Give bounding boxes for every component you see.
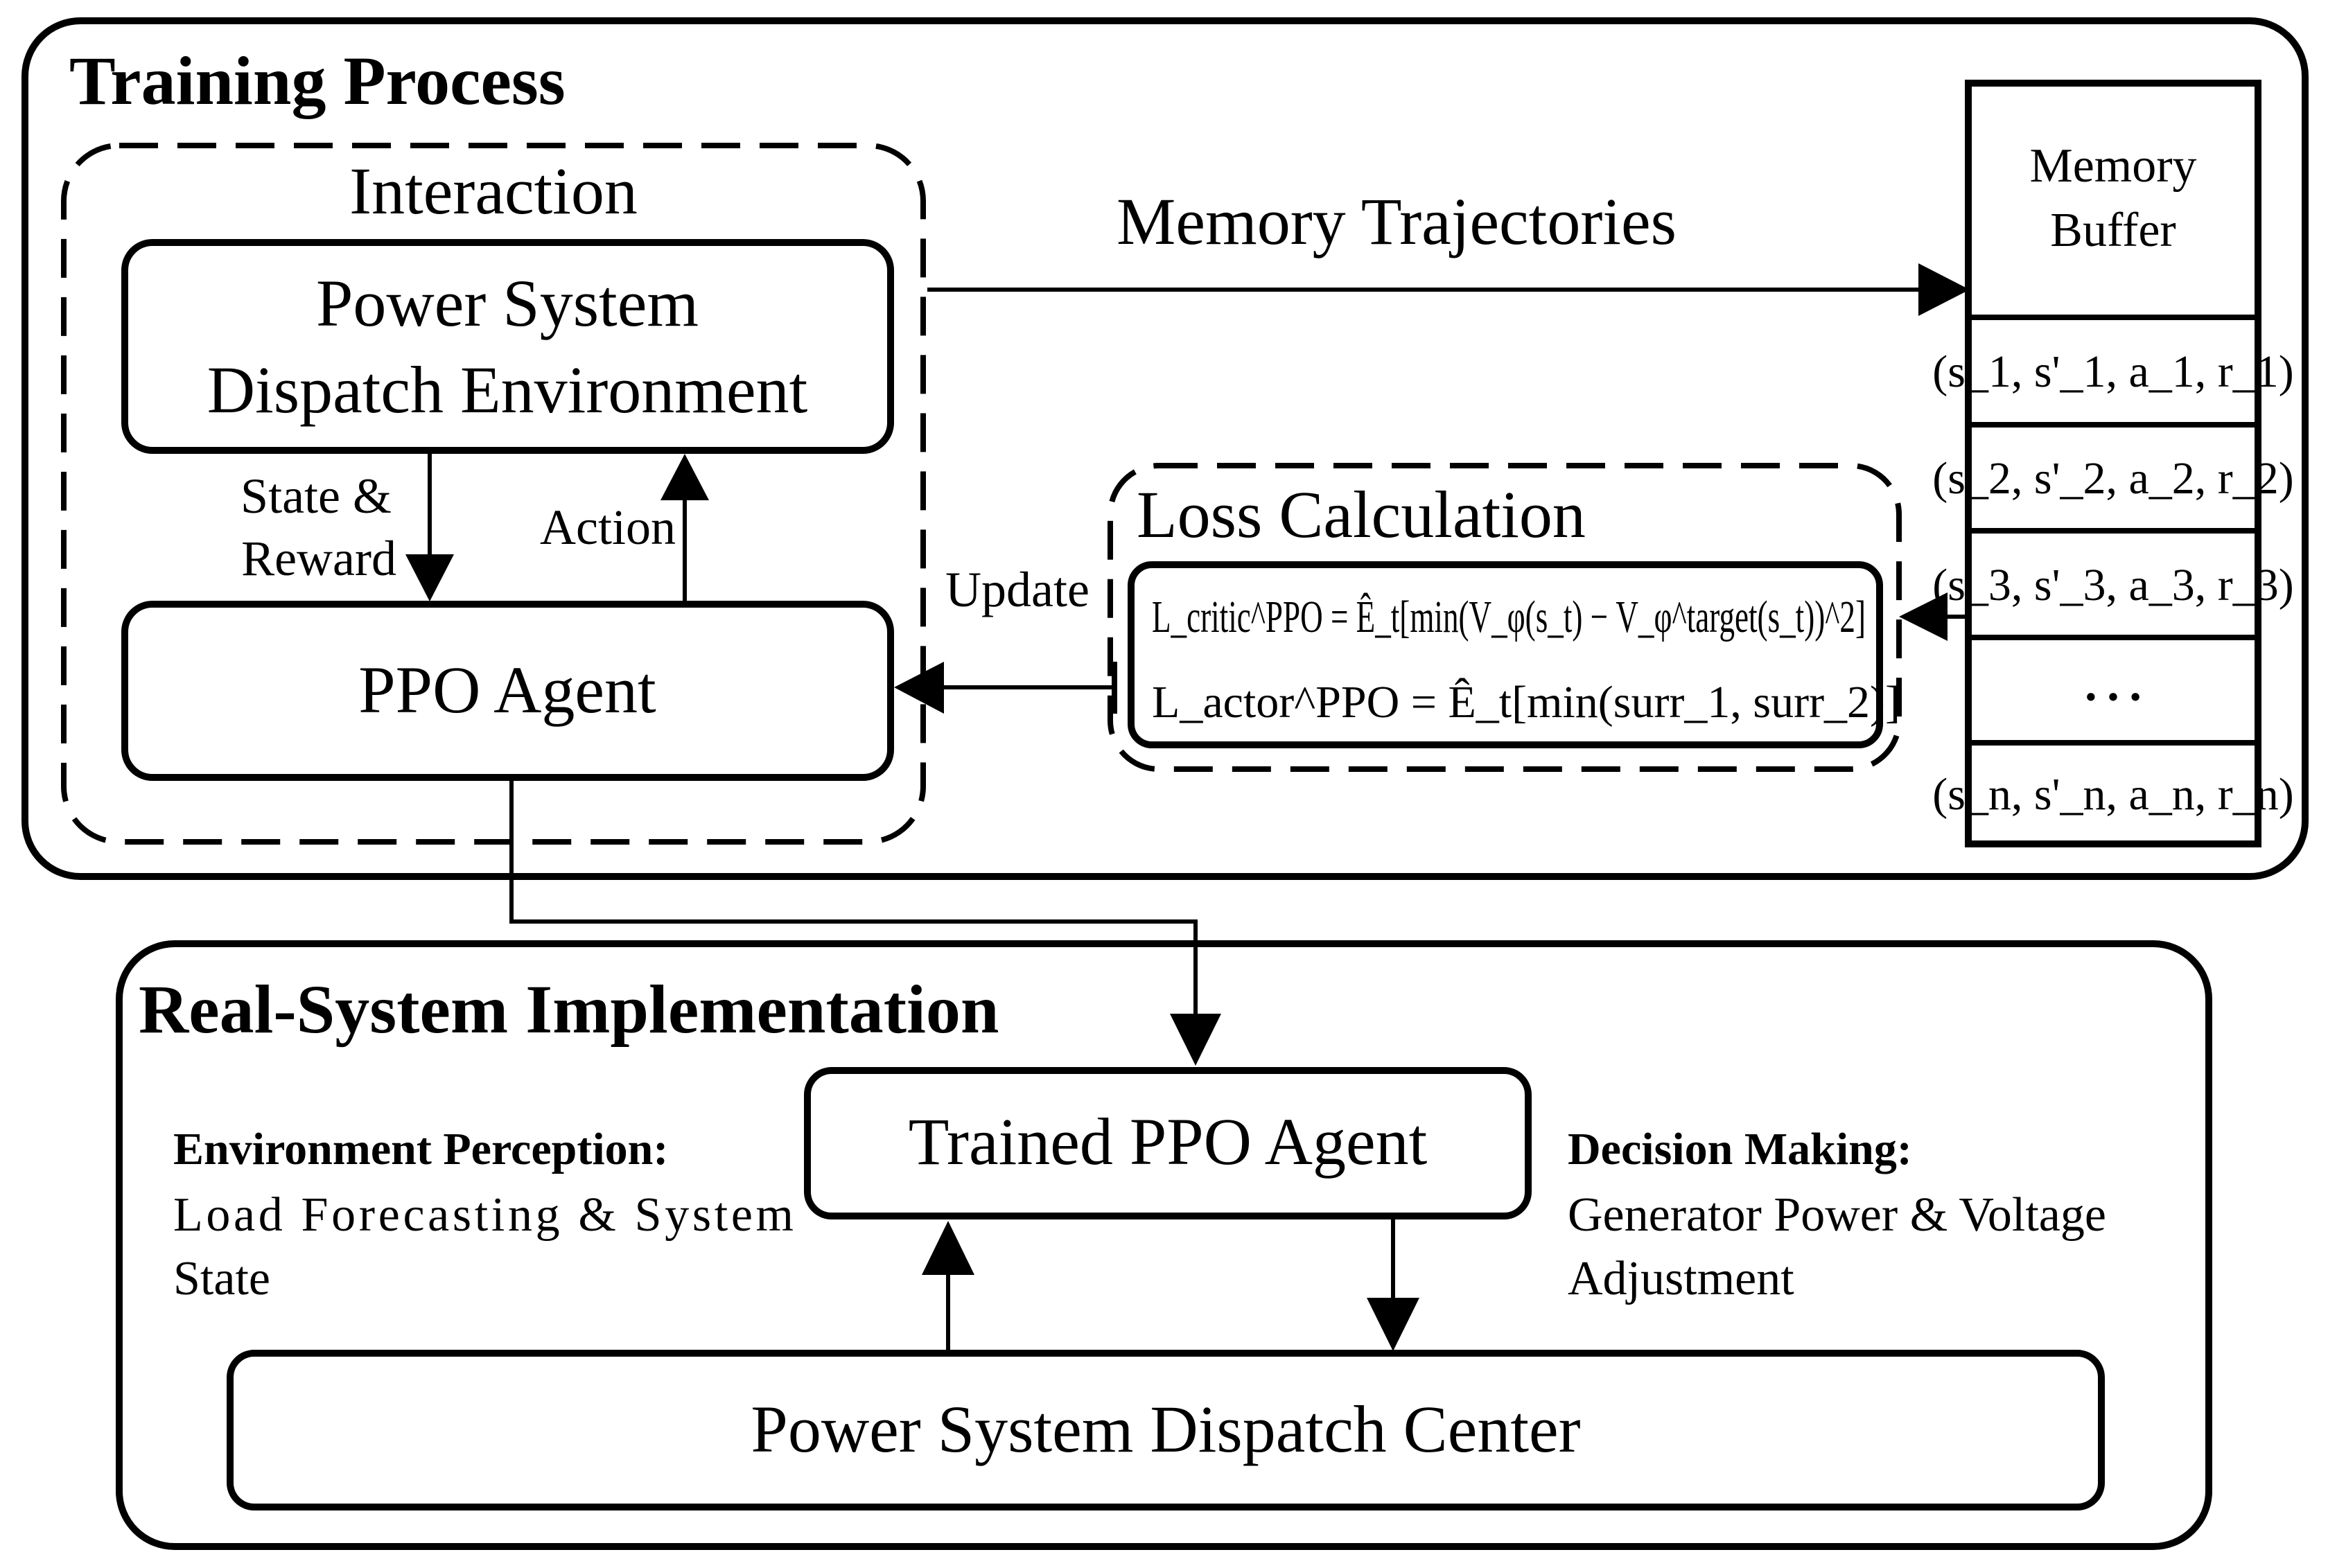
state-reward-arrowhead <box>405 554 454 601</box>
loss-calculation-region <box>1108 463 1902 772</box>
action-label: Action <box>540 500 676 555</box>
deployment-connector <box>509 777 1198 1017</box>
ppo-agent-box <box>121 601 894 781</box>
loss-calculation-title: Loss Calculation <box>1137 477 1586 552</box>
actor-loss-formula: L_actor^PPO = Ê_t[min(surr_1, surr_2)] <box>1152 677 1900 728</box>
memory-trajectories-label: Memory Trajectories <box>1117 184 1677 258</box>
memory-to-loss-arrowhead <box>1899 592 1948 641</box>
decision-line1: Generator Power & Voltage <box>1568 1188 2106 1242</box>
interaction-region <box>61 143 926 845</box>
decision-title: Decision Making: <box>1568 1124 1912 1174</box>
memory-row-ellipsis: … <box>2080 640 2146 714</box>
memory-row-2: (s_2, s'_2, a_2, r_2) <box>1932 453 2294 504</box>
decision-arrowhead <box>1367 1298 1419 1351</box>
state-reward-line2: Reward <box>241 531 396 586</box>
state-reward-line1: State & <box>240 468 392 524</box>
memory-buffer-column <box>1965 80 2261 847</box>
dispatch-center-label: Power System Dispatch Center <box>751 1392 1580 1466</box>
real-system-title: Real-System Implementation <box>139 971 999 1048</box>
training-process-title: Training Process <box>69 42 566 119</box>
action-arrowhead <box>660 454 709 500</box>
deployment-arrowhead <box>1170 1014 1221 1066</box>
interaction-title: Interaction <box>349 154 638 228</box>
dispatch-environment-box <box>121 239 894 454</box>
memory-row-3: (s_3, s'_3, a_3, r_3) <box>1932 560 2294 610</box>
perception-line2: State <box>173 1252 270 1305</box>
update-label: Update <box>945 562 1089 617</box>
perception-title: Environment Perception: <box>173 1124 668 1174</box>
update-arrowhead <box>894 662 944 714</box>
dispatch-environment-line2: Dispatch Environment <box>207 353 808 427</box>
decision-line2: Adjustment <box>1568 1252 1794 1305</box>
ppo-agent-label: PPO Agent <box>358 653 656 727</box>
loss-formulas-box <box>1128 561 1883 748</box>
memory-row-n: (s_n, s'_n, a_n, r_n) <box>1932 769 2294 820</box>
perception-arrowhead <box>922 1221 974 1275</box>
dispatch-center-box <box>227 1350 2105 1510</box>
memory-trajectories-arrowhead <box>1918 263 1970 316</box>
memory-buffer-line2: Buffer <box>2050 204 2176 257</box>
critic-loss-formula: L_critic^PPO = Ê_t[min(V_φ(s_t) − V_φ^ta… <box>1152 592 1866 642</box>
training-process-frame <box>21 17 2309 880</box>
perception-line1: Load Forecasting & System <box>173 1188 794 1242</box>
memory-buffer-line1: Memory <box>2029 139 2196 193</box>
memory-row-1: (s_1, s'_1, a_1, r_1) <box>1932 346 2294 397</box>
real-system-frame <box>116 940 2212 1550</box>
dispatch-environment-line1: Power System <box>316 266 699 340</box>
trained-ppo-agent-box <box>804 1067 1532 1219</box>
trained-ppo-agent-label: Trained PPO Agent <box>909 1104 1428 1179</box>
